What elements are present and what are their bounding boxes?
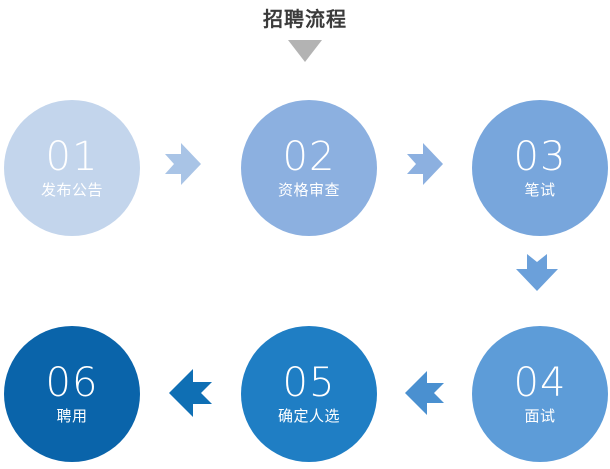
triangle-down-icon xyxy=(288,40,322,62)
arrow-left-icon xyxy=(402,368,446,418)
process-step-04[interactable]: 04 面试 xyxy=(472,326,608,462)
arrow-right-icon xyxy=(405,140,445,188)
step-label: 资格审查 xyxy=(277,181,340,199)
step-label: 面试 xyxy=(524,407,556,425)
step-label: 聘用 xyxy=(56,407,88,425)
process-step-05[interactable]: 05 确定人选 xyxy=(241,326,377,462)
process-step-02[interactable]: 02 资格审查 xyxy=(241,100,377,236)
arrow-down-icon xyxy=(513,252,561,294)
step-label: 发布公告 xyxy=(40,181,103,199)
step-number: 06 xyxy=(45,359,99,406)
step-number: 02 xyxy=(282,133,336,180)
page-title: 招聘流程 xyxy=(263,9,347,31)
arrow-left-icon xyxy=(166,366,214,420)
step-number: 05 xyxy=(282,359,336,406)
process-step-03[interactable]: 03 笔试 xyxy=(472,100,608,236)
arrow-right-icon xyxy=(163,140,203,188)
step-number: 04 xyxy=(513,359,567,406)
step-label: 确定人选 xyxy=(277,407,340,425)
step-number: 01 xyxy=(45,133,99,180)
process-step-06[interactable]: 06 聘用 xyxy=(4,326,140,462)
diagram-title-block: 招聘流程 xyxy=(0,6,610,62)
step-number: 03 xyxy=(513,133,567,180)
step-label: 笔试 xyxy=(524,181,556,199)
process-step-01[interactable]: 01 发布公告 xyxy=(4,100,140,236)
